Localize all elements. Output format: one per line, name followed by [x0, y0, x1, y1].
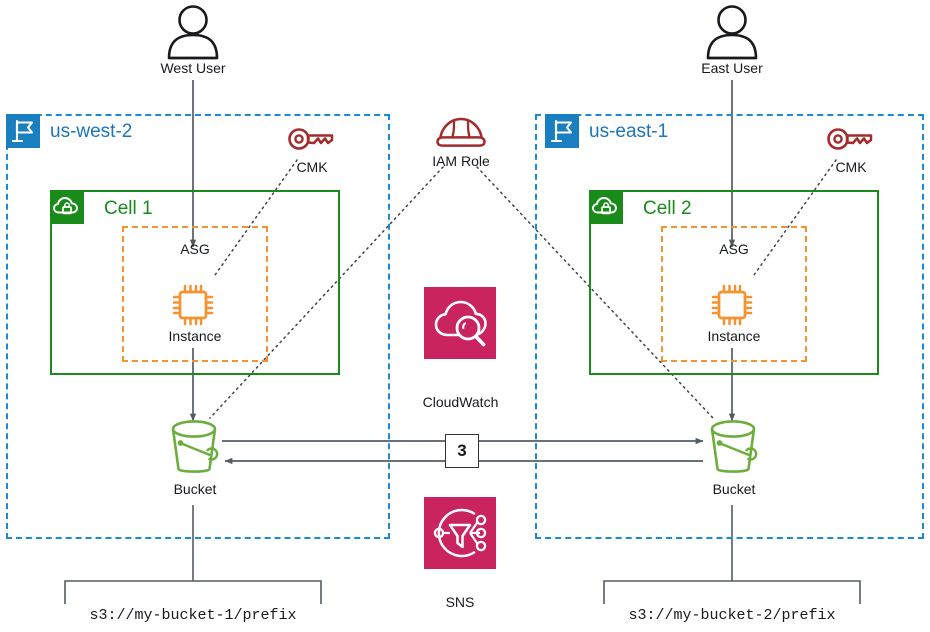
bracket-west-path [64, 580, 322, 604]
west-user-icon [163, 4, 223, 60]
east-user-label: East User [701, 60, 763, 76]
cell-label-1: Cell 1 [104, 198, 153, 219]
bucket-label-east: Bucket [712, 481, 756, 497]
ec2-chip-icon-west [170, 282, 216, 328]
asg-label-west: ASG [180, 241, 210, 257]
asg-box-east[interactable] [661, 226, 807, 362]
iam-hardhat-icon [435, 110, 487, 152]
cell-box-2[interactable] [589, 190, 879, 375]
s3-bucket-icon-west [163, 417, 225, 479]
asg-box-west[interactable] [122, 226, 268, 362]
sns-icon [424, 497, 496, 569]
asg-label-east: ASG [719, 241, 749, 257]
region-box-us-west-2[interactable] [6, 114, 390, 539]
iam-role-label: IAM Role [432, 153, 490, 169]
s3-bucket-icon-east [702, 417, 764, 479]
instance-label-west: Instance [168, 328, 222, 344]
cmk-label-west: CMK [296, 159, 328, 175]
cell-box-1[interactable] [50, 190, 340, 375]
bucket-label-west: Bucket [173, 481, 217, 497]
region-label-us-west-2: us-west-2 [50, 121, 133, 142]
west-user-label: West User [160, 60, 226, 76]
bucket-path-east: s3://my-bucket-2/prefix [628, 607, 836, 624]
ec2-chip-icon-east [709, 282, 755, 328]
replication-step-badge: 3 [445, 434, 479, 468]
cloudwatch-icon [424, 287, 496, 359]
key-icon-east [825, 125, 877, 157]
cell-label-2: Cell 2 [643, 198, 692, 219]
sns-label: SNS [445, 594, 475, 610]
cmk-label-east: CMK [835, 159, 867, 175]
vpc-cloud-lock-icon-west [50, 190, 84, 224]
region-label-us-east-1: us-east-1 [589, 121, 669, 142]
bracket-east-path [603, 580, 861, 604]
key-icon-west [286, 125, 338, 157]
instance-label-east: Instance [707, 328, 761, 344]
vpc-cloud-lock-icon-east [589, 190, 623, 224]
cloudwatch-label: CloudWatch [422, 394, 499, 410]
east-user-icon [702, 4, 762, 60]
bucket-path-west: s3://my-bucket-1/prefix [89, 607, 297, 624]
region-flag-icon-east [545, 114, 579, 148]
region-box-us-east-1[interactable] [535, 114, 924, 539]
region-flag-icon-west [6, 114, 40, 148]
